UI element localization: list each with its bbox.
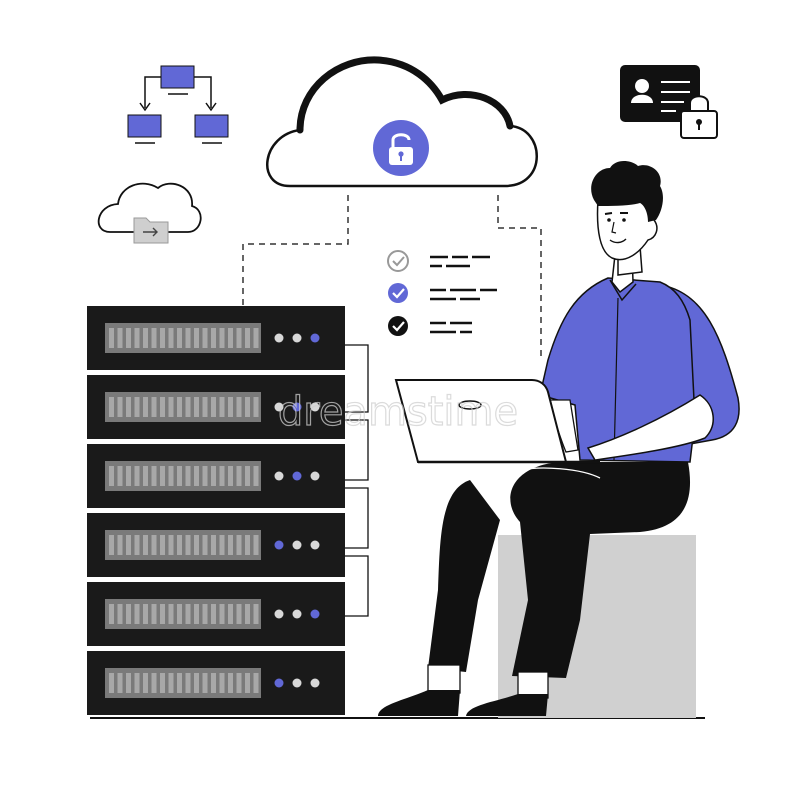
server-unit	[87, 651, 345, 715]
hair	[591, 161, 663, 222]
status-led	[292, 678, 302, 688]
status-led	[310, 678, 320, 688]
cloud-folder-icon	[97, 182, 202, 244]
checklist	[387, 250, 497, 336]
status-led	[274, 333, 284, 343]
status-led	[310, 333, 320, 343]
person-with-laptop	[378, 161, 740, 716]
cloud-lock-icon	[266, 56, 538, 188]
check-circle-black-icon	[388, 316, 408, 336]
server-unit	[87, 513, 345, 577]
status-led	[274, 678, 284, 688]
server-unit	[87, 306, 345, 370]
shirt	[539, 277, 696, 463]
status-led	[274, 471, 284, 481]
dashed-connectors	[242, 195, 542, 358]
status-led	[292, 333, 302, 343]
shoe-left	[378, 690, 460, 716]
rack-brackets	[345, 344, 369, 617]
forearm	[586, 394, 714, 461]
watermark: dreamstime	[278, 389, 518, 435]
id-card-lock-icon	[620, 65, 718, 139]
check-text-line-2	[430, 288, 497, 301]
status-led	[292, 540, 302, 550]
status-led	[292, 609, 302, 619]
network-diagram-icon	[127, 65, 229, 144]
check-circle-purple-icon	[388, 283, 408, 303]
laptop	[394, 379, 600, 464]
status-led	[292, 471, 302, 481]
status-led	[274, 540, 284, 550]
check-circle-gray-icon	[387, 250, 409, 272]
leg-right	[510, 462, 691, 678]
status-led	[310, 471, 320, 481]
server-rack	[87, 306, 369, 715]
check-text-line-1	[430, 255, 490, 268]
server-unit	[87, 375, 345, 439]
status-led	[292, 402, 302, 412]
server-unit	[87, 444, 345, 508]
status-led	[310, 540, 320, 550]
status-led	[310, 402, 320, 412]
status-led	[274, 402, 284, 412]
server-unit	[87, 582, 345, 646]
status-led	[274, 609, 284, 619]
status-led	[310, 609, 320, 619]
leg-left	[428, 480, 500, 672]
check-text-line-3	[430, 321, 472, 334]
shoe-right	[466, 694, 548, 716]
